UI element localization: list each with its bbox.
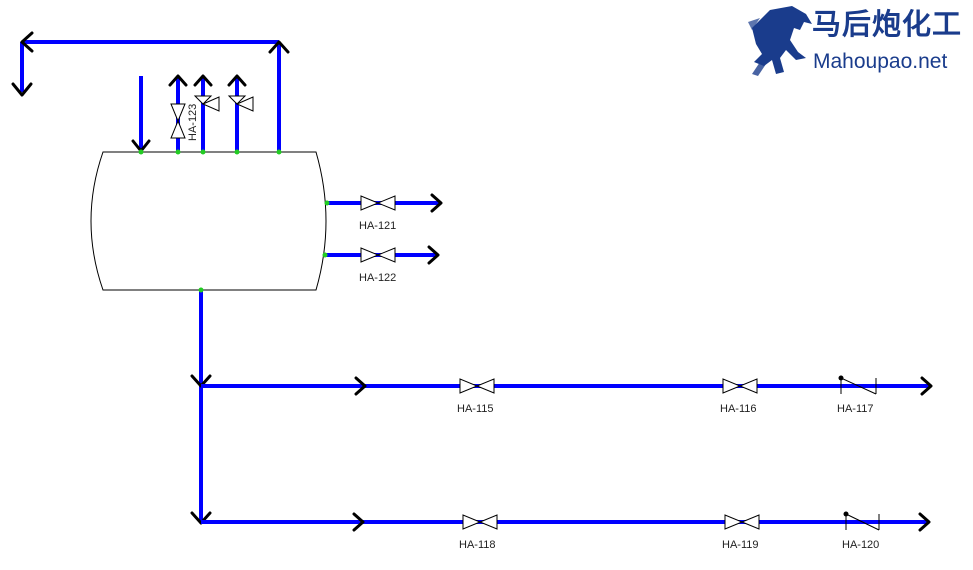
tag-HA-122: HA-122 — [359, 272, 396, 284]
gate-valve-icon — [724, 514, 744, 530]
tag-HA-116: HA-116 — [720, 403, 756, 415]
top-inlet-line — [131, 76, 151, 153]
arrow-right-icon — [920, 376, 933, 396]
tag-HA-121: HA-121 — [359, 220, 396, 232]
arrow-right-icon — [427, 245, 440, 265]
branch-lower: HA-118 HA-119 HA-120 — [201, 511, 931, 551]
horse-icon — [748, 6, 812, 76]
tag-HA-118: HA-118 — [459, 539, 495, 551]
arrow-up-icon — [227, 74, 247, 87]
arrow-down-icon — [11, 82, 33, 97]
brand-chinese-name: 马后炮化工 — [812, 7, 962, 41]
gate-valve-icon — [459, 378, 479, 394]
check-valve-icon — [843, 511, 880, 531]
arrow-right-icon — [352, 512, 365, 532]
gate-valve-icon — [360, 247, 380, 263]
gate-valve-icon — [462, 514, 482, 530]
gate-valve-icon — [360, 195, 380, 211]
branch-upper: HA-115 HA-116 HA-117 — [201, 375, 933, 415]
brand-logo: 马后炮化工 Mahoupao.net — [748, 6, 962, 76]
check-valve-icon — [838, 375, 877, 395]
side-outlet-HA-122: HA-122 — [325, 245, 440, 284]
horizontal-vessel — [90, 151, 327, 291]
gate-valve-icon — [722, 378, 742, 394]
arrow-right-icon — [354, 376, 367, 396]
angle-valve-icon — [227, 95, 247, 105]
top-vent-line-1 — [168, 74, 188, 152]
top-vent-line-2: HA-123 — [187, 74, 220, 152]
tag-HA-120: HA-120 — [842, 539, 879, 551]
arrow-up-icon — [168, 74, 188, 87]
bottom-header — [190, 290, 212, 525]
arrow-up-icon — [193, 74, 213, 87]
connection-dots — [138, 149, 330, 293]
arrow-right-icon — [918, 512, 931, 532]
tag-HA-123: HA-123 — [187, 104, 199, 141]
top-line-loop — [11, 31, 290, 152]
side-outlet-HA-121: HA-121 — [327, 193, 443, 232]
top-vent-line-3 — [227, 74, 254, 152]
brand-site-name: Mahoupao.net — [813, 50, 947, 73]
arrow-up-icon — [268, 40, 290, 54]
tag-HA-115: HA-115 — [457, 403, 493, 415]
arrow-right-icon — [430, 193, 443, 213]
tag-HA-119: HA-119 — [722, 539, 758, 551]
tag-HA-117: HA-117 — [837, 403, 873, 415]
angle-valve-icon — [193, 95, 213, 105]
vertical-gate-valve-icon — [170, 103, 186, 123]
arrow-left-icon — [20, 31, 34, 53]
